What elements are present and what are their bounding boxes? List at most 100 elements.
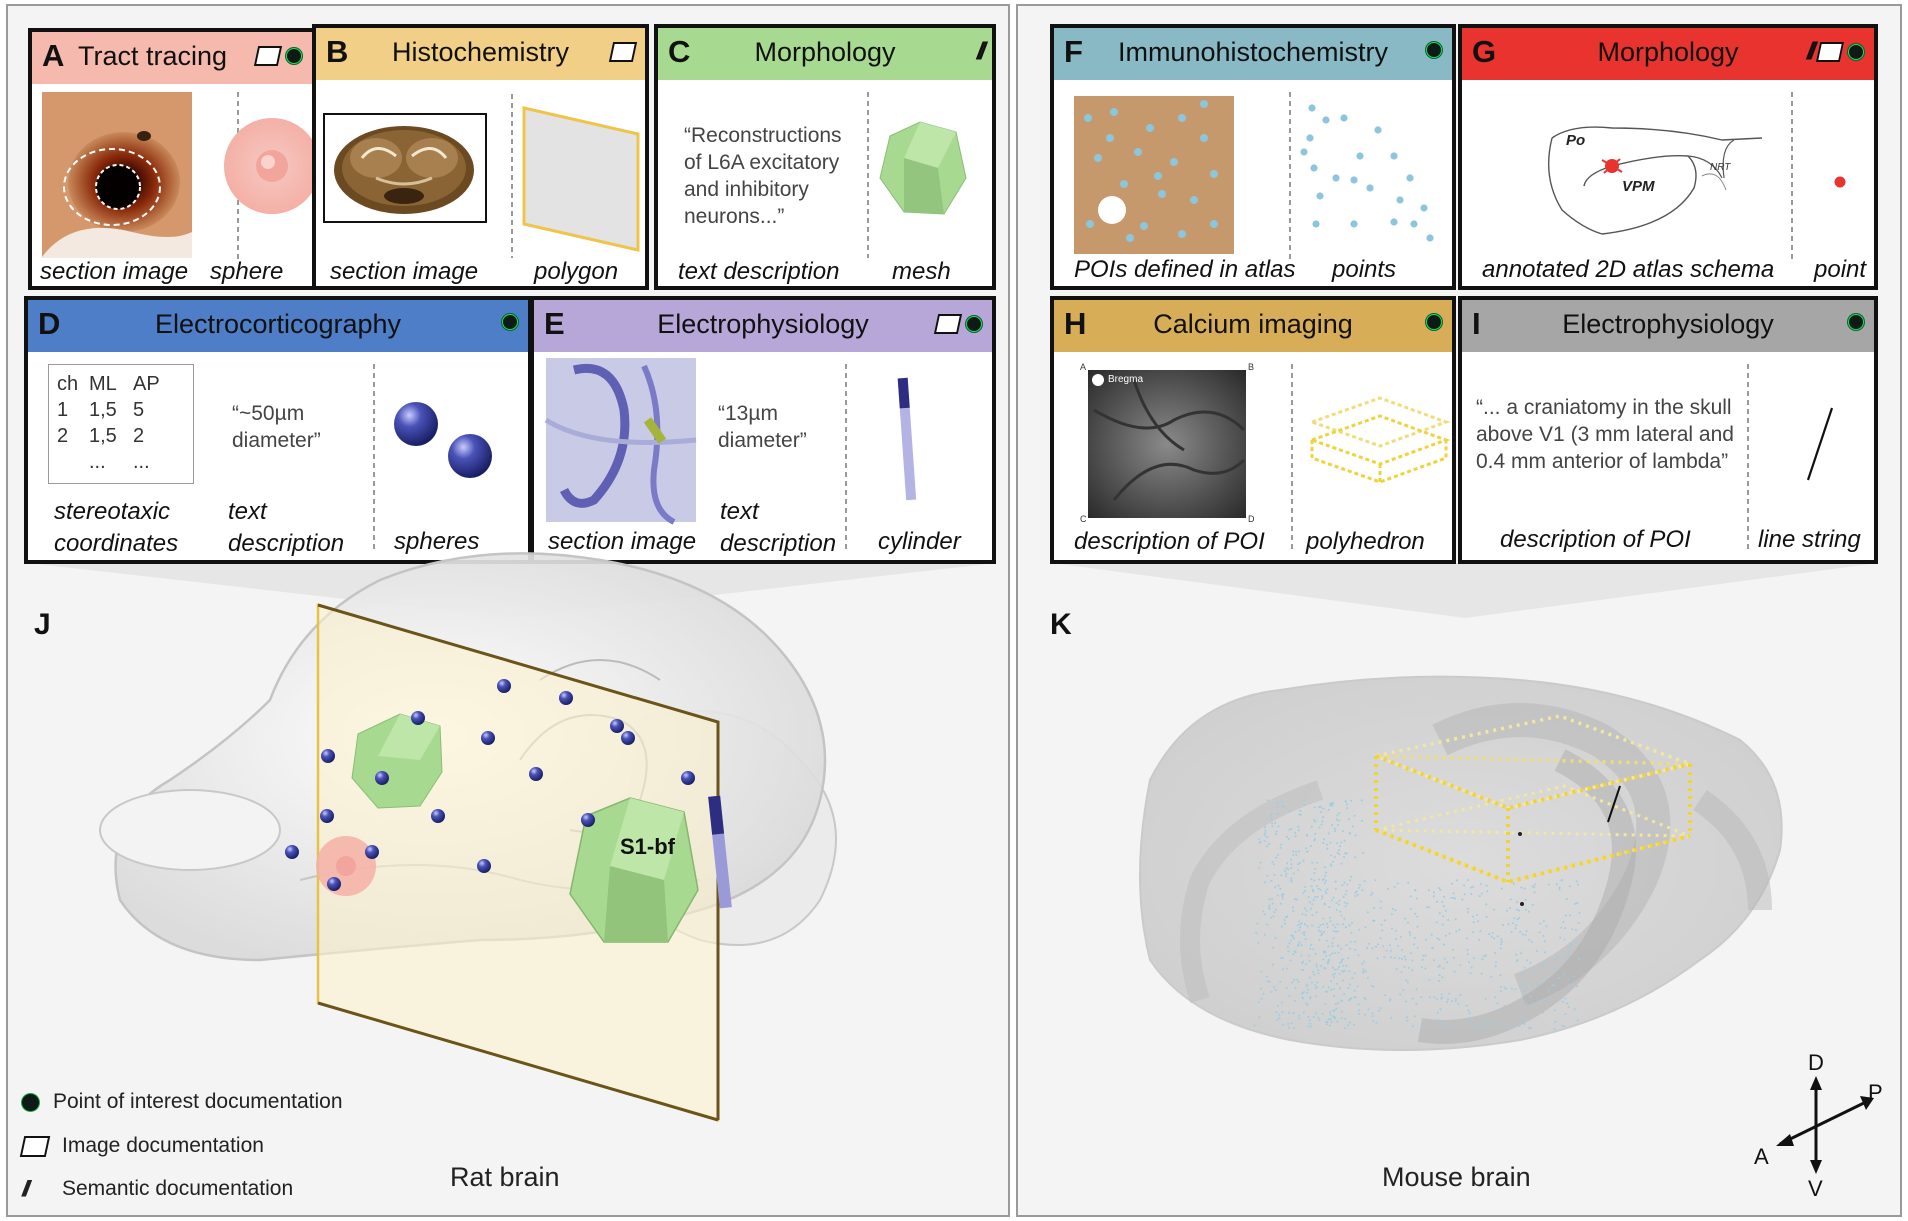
panel-j-letter: J xyxy=(34,608,51,641)
cell-point xyxy=(1472,885,1475,888)
cell-point xyxy=(1269,814,1272,817)
cell-point xyxy=(1454,918,1457,921)
cell-point xyxy=(1456,879,1458,882)
cell-point xyxy=(1407,921,1409,924)
panel-a-title: Tract tracing xyxy=(78,41,228,71)
cell-point xyxy=(1350,931,1353,934)
cell-point xyxy=(1504,1024,1507,1027)
cell-point xyxy=(1351,922,1353,924)
cell-point xyxy=(1264,933,1266,936)
cell-point xyxy=(1520,886,1523,889)
cell-point xyxy=(1389,998,1392,1001)
cell-point xyxy=(1482,955,1485,958)
cell-point xyxy=(1406,1016,1408,1019)
cell-point xyxy=(1316,861,1319,864)
cell-point xyxy=(1518,1025,1521,1028)
cell-point xyxy=(1338,819,1340,822)
cell-point xyxy=(1349,879,1352,882)
cell-point xyxy=(1371,891,1374,894)
cell-point xyxy=(1433,891,1435,894)
cell-point xyxy=(1344,1027,1347,1030)
cell-point xyxy=(1362,970,1365,973)
cell-point xyxy=(1336,1020,1339,1023)
cell-point xyxy=(1294,986,1297,989)
cell-point xyxy=(1299,809,1302,812)
cell-point xyxy=(1340,961,1343,964)
cell-point xyxy=(1361,962,1364,965)
poi-point xyxy=(1158,190,1166,198)
cell-point xyxy=(1510,1026,1513,1029)
poi-point xyxy=(1300,148,1308,156)
cell-point xyxy=(1354,856,1357,859)
cell-point xyxy=(1390,1016,1393,1019)
cell-point xyxy=(1323,902,1326,905)
table-header: ch ML AP xyxy=(57,371,185,397)
cell-point xyxy=(1274,908,1277,911)
cell-point xyxy=(1426,906,1429,909)
cell-point xyxy=(1300,922,1303,925)
cell-point xyxy=(1291,981,1294,984)
cell-point xyxy=(1342,964,1344,967)
cell-point xyxy=(1576,902,1579,904)
cell-point xyxy=(1334,887,1337,890)
cell-point xyxy=(1481,958,1484,961)
cell-point xyxy=(1323,930,1325,933)
panel-a-label-shape: sphere xyxy=(210,258,284,285)
cell-point xyxy=(1332,929,1335,932)
compass-posterior: P xyxy=(1868,1080,1883,1105)
cell-point xyxy=(1337,951,1340,954)
cell-point xyxy=(1305,1002,1308,1005)
cell-point xyxy=(1281,895,1284,898)
cell-point xyxy=(1302,891,1305,894)
poi-point xyxy=(1350,220,1358,228)
cell-point xyxy=(1307,896,1310,898)
panel-f-label-image: POIs defined in atlas xyxy=(1074,256,1296,283)
panel-f-header: F Immunohistochemistry xyxy=(1054,28,1452,80)
cell-point xyxy=(1300,944,1303,947)
panel-b-label-shape: polygon xyxy=(534,258,619,285)
cell-point xyxy=(1514,927,1517,930)
table-cell: AP xyxy=(133,373,160,395)
cell-point xyxy=(1454,998,1457,1000)
cell-point xyxy=(1500,940,1503,943)
cell-point xyxy=(1428,996,1431,999)
cell-point xyxy=(1282,1023,1285,1026)
cell-point xyxy=(1354,834,1357,837)
cell-point xyxy=(1490,935,1493,938)
cell-point xyxy=(1567,984,1570,986)
cell-point xyxy=(1449,1024,1452,1027)
panel-b-graphics xyxy=(323,94,640,258)
cell-point xyxy=(1325,1023,1328,1026)
cell-point xyxy=(1331,966,1334,969)
cell-point xyxy=(1506,909,1508,912)
cell-point xyxy=(1362,968,1365,971)
panel-a-letter: A xyxy=(42,38,65,73)
cell-point xyxy=(1390,913,1393,916)
cell-point xyxy=(1534,883,1536,886)
cell-point xyxy=(1327,945,1330,948)
cell-point xyxy=(1340,862,1343,865)
cell-point xyxy=(1320,930,1322,933)
cell-point xyxy=(1477,920,1480,923)
cell-point xyxy=(1411,997,1414,1000)
cell-point xyxy=(1305,847,1308,850)
cell-point xyxy=(1452,948,1454,951)
cell-point xyxy=(1483,1022,1486,1025)
cell-point xyxy=(1326,847,1329,850)
cell-point xyxy=(1272,863,1275,866)
cell-point xyxy=(1342,896,1345,898)
cell-point xyxy=(1409,895,1412,898)
cell-point xyxy=(1454,1000,1457,1002)
cell-point xyxy=(1367,1008,1370,1011)
cell-point xyxy=(1280,925,1283,928)
cell-point xyxy=(1496,1002,1499,1005)
cell-point xyxy=(1405,979,1408,982)
cell-point xyxy=(1315,1012,1317,1015)
cell-point xyxy=(1334,880,1337,883)
cell-point xyxy=(1298,920,1301,923)
cell-point xyxy=(1338,965,1341,968)
cell-point xyxy=(1480,892,1483,895)
cell-point xyxy=(1533,886,1536,888)
cell-point xyxy=(1354,891,1357,894)
cell-point xyxy=(1304,938,1307,941)
